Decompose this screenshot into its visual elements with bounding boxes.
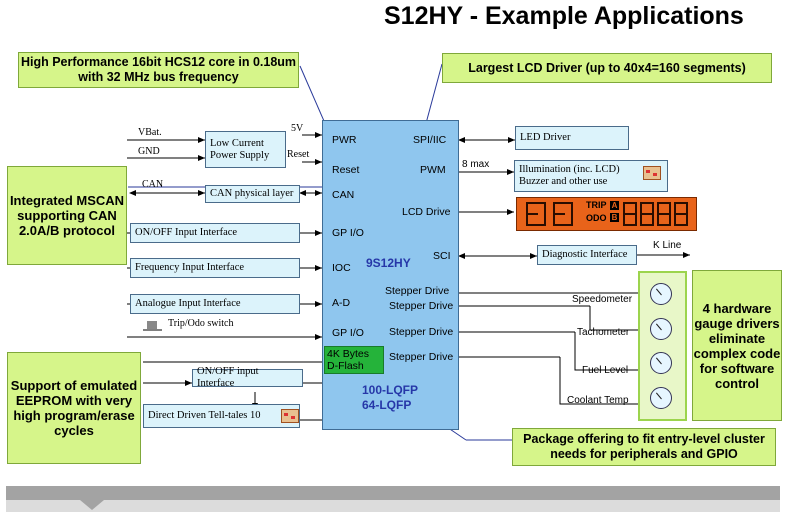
pin-stepper-3: Stepper Drive — [389, 326, 454, 338]
gnd-label: GND — [138, 146, 160, 157]
lcd-trip-label: TRIP — [586, 200, 607, 210]
trip-switch-icon — [147, 321, 157, 329]
pin-stepper-1: Stepper Drive — [385, 285, 450, 297]
gauge-label-tachometer: Tachometer — [577, 327, 630, 338]
package-64lqfp: 64-LQFP — [362, 398, 412, 412]
package-100lqfp: 100-LQFP — [362, 383, 419, 397]
pin-stepper-4: Stepper Drive — [389, 351, 454, 363]
pin-can: CAN — [332, 189, 355, 201]
page-title: S12HY - Example Applications — [384, 2, 744, 30]
pin-pwr: PWR — [332, 134, 357, 146]
mcu-chip — [322, 120, 459, 430]
footer-bar-light — [6, 500, 780, 512]
speedometer-gauge-icon — [650, 283, 672, 305]
illumination-box: Illumination (inc. LCD) Buzzer and other… — [514, 160, 668, 192]
led-driver-box: LED Driver — [515, 126, 629, 150]
lcd-odo-label: ODO — [586, 213, 607, 223]
pin-gpio: GP I/O — [332, 227, 364, 239]
pin-sci: SCI — [433, 250, 451, 262]
illumination-icon — [643, 166, 661, 180]
onoff-input2-box: ON/OFF input Interface — [192, 366, 303, 389]
lcd-digit-icon — [640, 202, 654, 226]
footer-triangle — [80, 500, 104, 510]
pin-gpio2: GP I/O — [332, 327, 364, 339]
diagnostic-interface-box: Diagnostic Interface — [537, 245, 637, 265]
analogue-input-box: Analogue Input Interface — [130, 294, 300, 314]
gauge-label-speedometer: Speedometer — [572, 294, 633, 305]
footer-bar — [6, 486, 780, 500]
vbat-label: VBat. — [138, 127, 162, 138]
frequency-input-box: Frequency Input Interface — [130, 258, 300, 278]
lcd-b-label: B — [610, 213, 619, 222]
lcd-callout: Largest LCD Driver (up to 40x4=160 segme… — [442, 53, 772, 83]
chip-name: 9S12HY — [366, 256, 411, 270]
pin-spi-iic: SPI/IIC — [413, 134, 447, 146]
can-physical-layer-box: CAN physical layer — [205, 185, 300, 203]
reset-label: Reset — [287, 149, 310, 160]
telltales-box: Direct Driven Tell-tales 10 — [143, 404, 300, 428]
lcd-digit-icon — [674, 202, 688, 226]
package-list: 100-LQFP 64-LQFP — [362, 383, 418, 413]
gauge-label-coolant: Coolant Temp — [567, 395, 629, 406]
tachometer-gauge-icon — [650, 318, 672, 340]
lcd-a-label: A — [610, 201, 619, 210]
kline-label: K Line — [653, 240, 682, 251]
gauge-label-fuel: Fuel Level — [582, 365, 629, 376]
pin-ioc: IOC — [332, 262, 351, 274]
eeprom-callout: Support of emulated EEPROM with very hig… — [7, 352, 141, 464]
pin-lcd-drive: LCD Drive — [402, 206, 451, 218]
lcd-digit-icon — [657, 202, 671, 226]
fuel-gauge-icon — [650, 352, 672, 374]
package-callout: Package offering to fit entry-level clus… — [512, 428, 776, 466]
power-supply-box: Low Current Power Supply — [205, 131, 286, 168]
5v-label: 5V — [291, 123, 304, 134]
pwm-max-label: 8 max — [462, 159, 490, 170]
pin-stepper-2: Stepper Drive — [389, 300, 454, 312]
trip-switch-label: Trip/Odo switch — [168, 318, 234, 329]
onoff-input-box: ON/OFF Input Interface — [130, 223, 300, 243]
pin-ad: A-D — [332, 297, 351, 309]
lcd-digit-icon — [526, 202, 546, 226]
core-callout: High Performance 16bit HCS12 core in 0.1… — [18, 52, 299, 88]
pin-pwm: PWM — [420, 164, 446, 176]
pin-reset: Reset — [332, 164, 360, 176]
coolant-gauge-icon — [650, 387, 672, 409]
telltale-icon — [281, 409, 299, 423]
mscan-callout: Integrated MSCAN supporting CAN 2.0A/B p… — [7, 166, 127, 265]
gauge-callout: 4 hardware gauge drivers eliminate compl… — [692, 270, 782, 421]
can-label: CAN — [142, 179, 164, 190]
dflash-block: 4K Bytes D-Flash — [324, 346, 384, 374]
lcd-digit-icon — [623, 202, 637, 226]
lcd-digit-icon — [553, 202, 573, 226]
